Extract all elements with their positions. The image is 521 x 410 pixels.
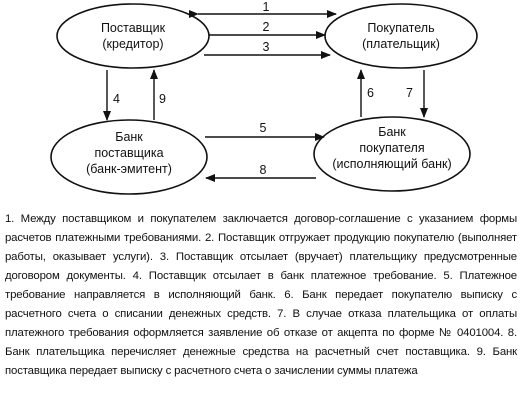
node-supplier-bank-line3: (банк-эмитент) (86, 162, 172, 176)
node-supplier-bank: Банк поставщика (банк-эмитент) (50, 119, 208, 195)
node-supplier-ellipse (56, 3, 210, 69)
node-buyer-bank-line3: (исполняющий банк) (332, 157, 451, 171)
payment-flow-diagram: Поставщик (кредитор) Покупатель (платель… (50, 0, 478, 195)
arrow-7-label: 7 (406, 86, 413, 100)
node-buyer-line1: Покупатель (367, 21, 434, 35)
arrow-4-label: 4 (113, 92, 120, 106)
figure-caption: 1. Между поставщиком и покупателем заклю… (5, 213, 517, 377)
node-supplier-bank-line1: Банк (115, 130, 143, 144)
node-supplier-line1: Поставщик (101, 21, 166, 35)
arrow-1-label: 1 (263, 0, 270, 14)
node-buyer-bank-ellipse (313, 116, 471, 192)
arrow-9-label: 9 (159, 92, 166, 106)
arrow-6-label: 6 (367, 86, 374, 100)
node-supplier-bank-line2: поставщика (94, 146, 163, 160)
node-supplier: Поставщик (кредитор) (56, 3, 210, 69)
node-supplier-line2: (кредитор) (102, 37, 163, 51)
arrow-5-label: 5 (260, 121, 267, 135)
node-buyer: Покупатель (плательщик) (324, 3, 478, 69)
node-supplier-bank-ellipse (50, 119, 208, 195)
node-buyer-bank-line1: Банк (378, 125, 406, 139)
node-buyer-bank: Банк покупателя (исполняющий банк) (313, 116, 471, 192)
arrow-8-label: 8 (260, 163, 267, 177)
arrow-3-label: 3 (263, 40, 270, 54)
node-buyer-bank-line2: покупателя (359, 141, 424, 155)
arrow-2-label: 2 (263, 20, 270, 34)
node-buyer-ellipse (324, 3, 478, 69)
node-buyer-line2: (плательщик) (362, 37, 440, 51)
